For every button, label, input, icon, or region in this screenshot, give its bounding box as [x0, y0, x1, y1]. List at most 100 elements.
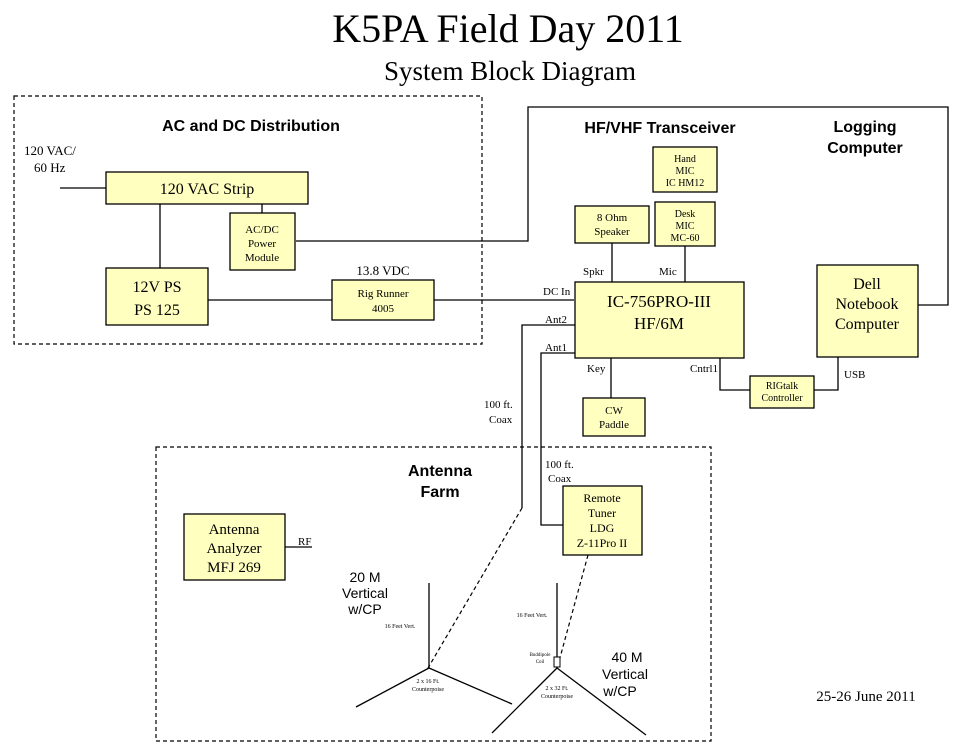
analyzer-label-3: MFJ 269: [207, 560, 261, 576]
diagram-subtitle: System Block Diagram: [384, 56, 636, 86]
vdc-label: 13.8 VDC: [356, 263, 409, 278]
transceiver-heading: HF/VHF Transceiver: [584, 120, 735, 137]
antenna-40m-radial-right: [556, 667, 647, 736]
rigtalk-label-1: RIGtalk: [766, 381, 798, 392]
vert16-a-label: 16 Feet Vert.: [385, 624, 416, 630]
cw-paddle-block: CW Paddle: [582, 397, 646, 437]
vac-in-label-2: 60 Hz: [34, 160, 66, 175]
hand-mic-block: Hand MIC IC HM12: [652, 146, 718, 193]
logging-heading-line2: Computer: [827, 140, 903, 157]
ps125-label-1: 12V PS: [132, 279, 181, 296]
dell-computer-block: Dell Notebook Computer: [816, 264, 919, 358]
tuner-label-1: Remote: [583, 491, 620, 505]
ant20-label-1: 20 M: [349, 569, 380, 585]
ant2-label: Ant2: [545, 314, 567, 326]
feed-20m-dashed: [427, 507, 523, 669]
speaker-label-2: Speaker: [594, 226, 630, 238]
remote-tuner-block: Remote Tuner LDG Z-11Pro II: [562, 485, 643, 556]
mic-label: Mic: [659, 266, 677, 278]
cw-paddle-label-2: Paddle: [599, 419, 629, 431]
rig-runner-label-1: Rig Runner: [357, 288, 408, 300]
dell-label-2: Notebook: [835, 296, 898, 313]
ac-strip-block: 120 VAC Strip: [105, 171, 309, 205]
ac-dc-group-border: [13, 95, 483, 345]
logging-heading-line1: Logging: [833, 119, 896, 136]
ant40-label-3: w/CP: [602, 683, 636, 699]
cp16-label-2: Counterpoise: [412, 687, 444, 693]
ant40-label-2: Vertical: [602, 666, 648, 682]
module-to-computer-line: [296, 106, 949, 306]
ant2-coax-line: [521, 324, 575, 508]
tuner-label-2: Tuner: [588, 506, 616, 520]
antenna-analyzer-block: Antenna Analyzer MFJ 269: [183, 513, 286, 581]
cntrl1-label: Cntrl1: [690, 363, 718, 375]
coax-b-label-2: Coax: [548, 473, 572, 485]
acdc-module-label-3: Module: [245, 252, 279, 264]
coil-label-1: Buddipole: [530, 653, 552, 658]
dell-label-3: Computer: [835, 316, 900, 333]
radio-block: IC-756PRO-III HF/6M: [574, 281, 745, 359]
usb-line: [814, 357, 839, 391]
radio-label-2: HF/6M: [634, 314, 684, 333]
rigtalk-block: RIGtalk Controller: [749, 375, 815, 409]
desk-mic-label-2: MIC: [676, 221, 695, 232]
ant1-coax-line: [540, 352, 575, 526]
antenna-20m-radial-left: [355, 667, 430, 708]
analyzer-label-1: Antenna: [209, 522, 260, 538]
date-label: 25-26 June 2011: [816, 689, 915, 705]
hand-mic-label-3: IC HM12: [666, 178, 705, 189]
acdc-module-label-1: AC/DC: [245, 224, 279, 236]
dell-label-1: Dell: [853, 276, 881, 293]
acdc-module-block: AC/DC Power Module: [229, 212, 296, 271]
antenna-farm-heading-line1: Antenna: [408, 463, 472, 480]
antenna-farm-group-border: [155, 446, 712, 742]
hand-mic-label-2: MIC: [676, 166, 695, 177]
coil-label-2: Coil: [536, 660, 545, 665]
antenna-20m-radial-right: [428, 667, 513, 705]
diagram-title: K5PA Field Day 2011: [332, 6, 684, 51]
rig-runner-block: Rig Runner 4005: [331, 279, 435, 321]
cw-paddle-label-1: CW: [605, 405, 623, 417]
desk-mic-label-3: MC-60: [671, 233, 700, 244]
coax-b-label-1: 100 ft.: [545, 459, 574, 471]
desk-mic-block: Desk MIC MC-60: [654, 201, 716, 247]
ps125-label-2: PS 125: [134, 302, 180, 319]
rf-label: RF: [298, 536, 311, 548]
hand-mic-label-1: Hand: [674, 154, 696, 165]
connections: [60, 106, 949, 669]
tuner-label-4: Z-11Pro II: [577, 536, 628, 550]
ps125-block: 12V PS PS 125: [105, 267, 209, 326]
feed-40m-dashed: [557, 554, 589, 666]
ant40-label-1: 40 M: [611, 649, 642, 665]
radio-label-1: IC-756PRO-III: [607, 292, 711, 311]
ant20-label-2: Vertical: [342, 585, 388, 601]
usb-label: USB: [844, 369, 865, 381]
analyzer-label-2: Analyzer: [207, 541, 262, 557]
ant1-label: Ant1: [545, 342, 567, 354]
ant20-label-3: w/CP: [347, 601, 381, 617]
antenna-20m-vertical: [355, 583, 513, 708]
vac-in-label-1: 120 VAC/: [24, 143, 76, 158]
cp16-label-1: 2 x 16 Ft.: [416, 679, 440, 685]
coax-a-label-2: Coax: [489, 414, 513, 426]
vert16-b-label: 16 Feet Vert.: [517, 613, 548, 619]
rigtalk-label-2: Controller: [761, 393, 803, 404]
buddipole-coil-icon: [553, 656, 561, 668]
antenna-40m-vertical: [491, 583, 647, 736]
antenna-farm-heading-line2: Farm: [420, 484, 459, 501]
dc-in-label: DC In: [543, 286, 571, 298]
speaker-block: 8 Ohm Speaker: [574, 205, 650, 244]
cp32-label-1: 2 x 32 Ft.: [545, 686, 569, 692]
desk-mic-label-1: Desk: [675, 209, 696, 220]
antenna-40m-radial-left: [491, 667, 558, 734]
tuner-label-3: LDG: [590, 521, 615, 535]
ac-strip-label: 120 VAC Strip: [160, 181, 255, 198]
acdc-module-label-2: Power: [248, 238, 276, 250]
cp32-label-2: Counterpoise: [541, 694, 573, 700]
coax-a-label-1: 100 ft.: [484, 399, 513, 411]
key-label: Key: [587, 363, 606, 375]
rig-runner-label-2: 4005: [372, 303, 395, 315]
spkr-label: Spkr: [583, 266, 604, 278]
speaker-label-1: 8 Ohm: [597, 212, 628, 224]
